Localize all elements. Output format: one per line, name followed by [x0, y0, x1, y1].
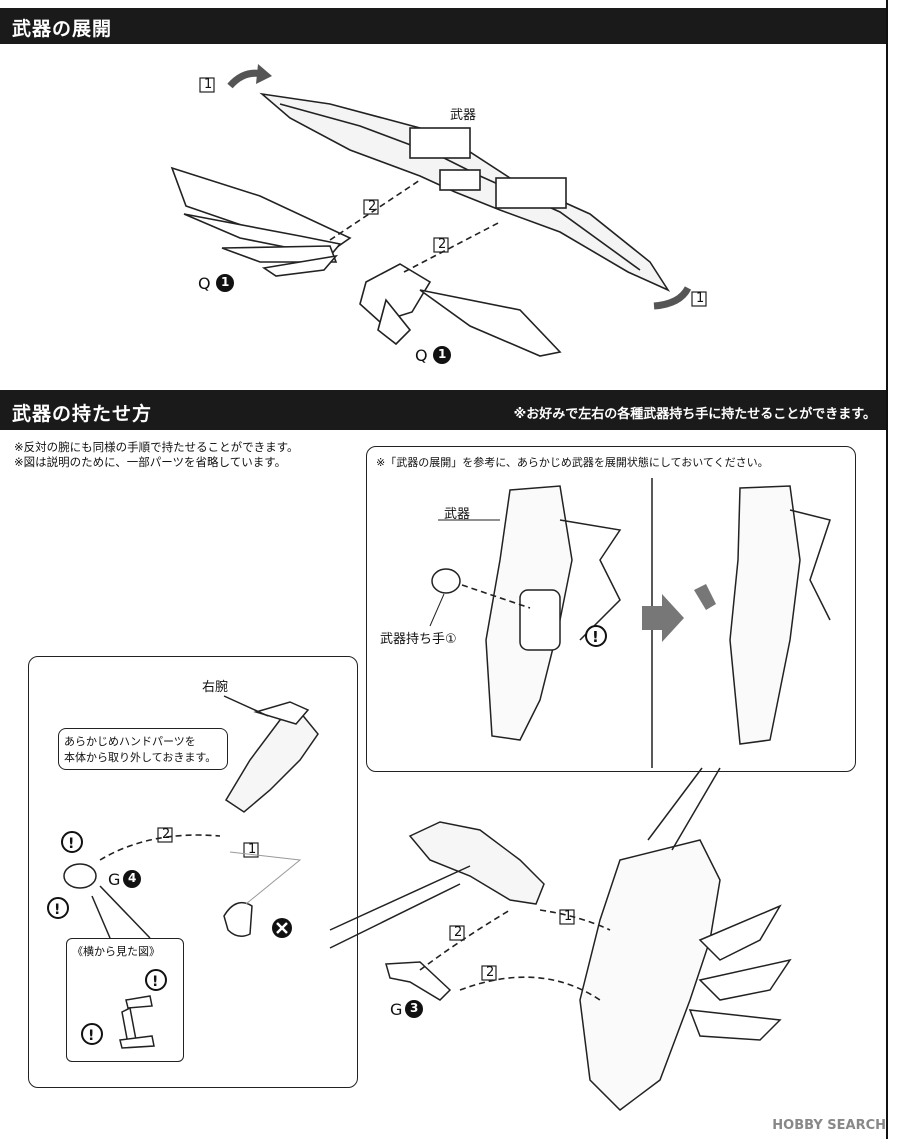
step-label: 2: [438, 237, 447, 252]
weapon-label: 武器: [444, 507, 471, 522]
inset-note: ※「武器の展開」を参考に、あらかじめ武器を展開状態にしておいてください。: [376, 456, 769, 469]
watermark: HOBBY SEARCH: [772, 1118, 886, 1133]
section-note: ※お好みで左右の各種武器持ち手に持たせることができます。: [513, 407, 876, 422]
step-label: 2: [486, 965, 495, 980]
part-q-label: Q: [198, 274, 211, 293]
svg-text:!: !: [68, 836, 74, 852]
svg-text:!: !: [592, 628, 599, 646]
callout-line: 本体から取り外しておきます。: [64, 751, 217, 764]
svg-text:!: !: [152, 974, 158, 990]
weapon-label: 武器: [450, 108, 477, 123]
part-q-number: 1: [221, 275, 230, 289]
section-title: 武器の展開: [12, 18, 113, 40]
part-g-number: 4: [128, 871, 137, 885]
step-label: 2: [162, 827, 171, 842]
right-arm-label: 右腕: [202, 680, 229, 695]
section-title: 武器の持たせ方: [12, 403, 153, 425]
callout-line: あらかじめハンドパーツを: [64, 735, 196, 748]
part-g-number: 3: [410, 1001, 419, 1015]
part-g-label: G: [390, 1000, 403, 1019]
note-line: ※反対の腕にも同様の手順で持たせることができます。: [14, 440, 299, 454]
note-line: ※図は説明のために、一部パーツを省略しています。: [14, 455, 287, 469]
step-label: 1: [248, 842, 257, 857]
svg-text:!: !: [88, 1028, 94, 1044]
section-header-weapon-hold: 武器の持たせ方 ※お好みで左右の各種武器持ち手に持たせることができます。: [0, 390, 886, 430]
part-q-label: Q: [415, 346, 428, 365]
step-label: 2: [368, 199, 377, 214]
side-view-label: 《横から見た図》: [72, 945, 160, 958]
weapon-deploy-diagram: [170, 64, 707, 364]
callout-bubble: [58, 728, 228, 770]
step-label: 2: [454, 925, 463, 940]
part-q-number: 1: [438, 347, 447, 361]
step-label: 1: [696, 291, 705, 306]
part-g-label: G: [108, 870, 121, 889]
step-label: 1: [204, 77, 213, 92]
hand-part-label: 武器持ち手①: [380, 632, 457, 647]
section-header-weapon-deploy: 武器の展開: [0, 8, 886, 44]
step-label: 1: [564, 909, 573, 924]
svg-text:!: !: [54, 902, 60, 918]
